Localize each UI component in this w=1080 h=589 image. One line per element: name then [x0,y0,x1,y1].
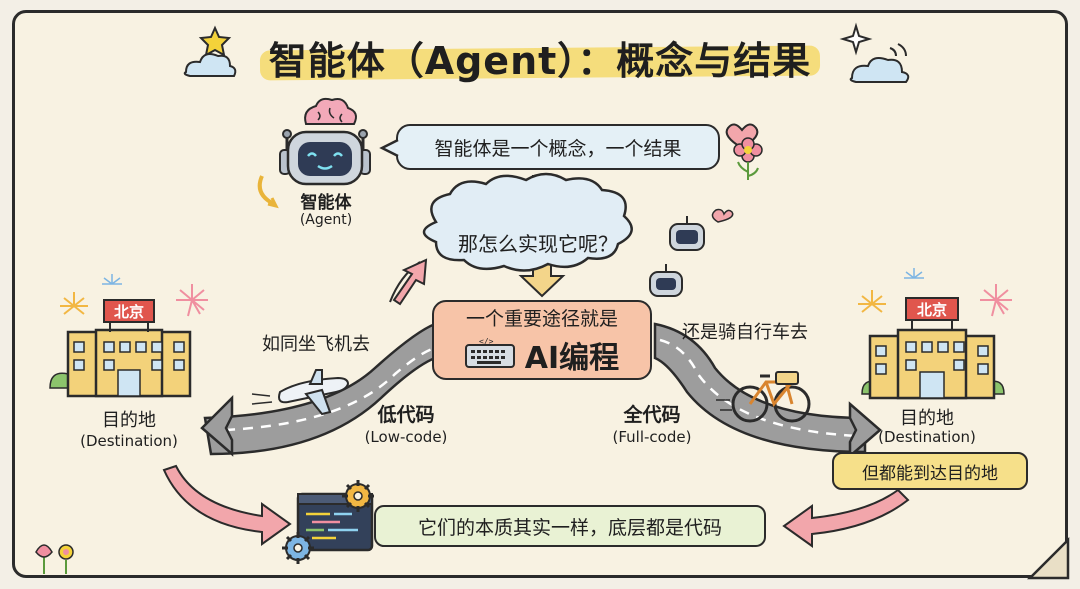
conclusion-text: 它们的本质其实一样，底层都是代码 [417,516,722,539]
keyboard-icon: </> [464,337,515,368]
svg-text:</>: </> [479,337,494,346]
star-icon [198,25,232,57]
left-analogy-text: 如同坐飞机去 [262,334,370,355]
destination-note-text: 但都能到达目的地 [862,463,998,484]
heart-icon [711,208,734,223]
bicycle-icon [716,371,811,423]
road-arrow-right-icon [848,401,882,459]
robot-icon [279,129,371,186]
robot-icon [669,216,705,251]
sparkle-icon [839,22,873,56]
firework-icon [858,290,886,313]
pink-arrow-icon [162,464,292,546]
page-curl-icon [1026,536,1070,580]
firework-icon [980,284,1012,317]
question-cloud [422,172,633,272]
ai-coding-box: 一个重要途径就是 </> AI编程 [432,300,652,380]
road-path [653,322,867,454]
airplane-icon [251,369,350,416]
building-icon [861,297,1005,400]
question-text: 那怎么实现它呢？ [458,232,618,256]
conclusion-box: 它们的本质其实一样，底层都是代码 [374,505,766,547]
low-code-label: 低代码 [377,404,435,426]
ai-coding-intro: 一个重要途径就是 [465,307,618,330]
road-arrow-left-icon [200,394,234,457]
flower-icon [733,137,763,180]
destination-note-box: 但都能到达目的地 [832,452,1028,490]
right-analogy-text: 还是骑自行车去 [682,322,808,343]
flower-icon [35,544,74,574]
building-icon [49,299,192,398]
robot-icon [649,264,683,297]
gear-icon [282,532,314,564]
left-destination-label: 目的地 [102,410,156,431]
ai-coding-title: AI编程 [524,340,620,376]
left-destination-sublabel: (Destination) [80,432,178,450]
low-code-sublabel: (Low-code) [364,428,448,446]
firework-icon [176,284,208,317]
agent-label: 智能体 [300,193,352,213]
brain-icon [304,97,357,125]
pink-arrow-icon [782,488,910,548]
right-destination-sublabel: (Destination) [878,428,976,446]
cloud-icon [183,53,237,77]
firework-icon [102,274,122,285]
agent-speech-bubble: 智能体是一个概念，一个结果 [396,124,720,170]
left-destination-sign: 北京 [113,303,144,321]
full-code-sublabel: (Full-code) [612,428,692,446]
gear-icon [342,480,374,512]
firework-icon [904,268,924,279]
right-destination-label: 目的地 [900,408,954,429]
agent-sublabel: (Agent) [299,212,353,228]
firework-icon [60,292,88,315]
agent-speech-text: 智能体是一个概念，一个结果 [434,137,682,160]
speech-tail-icon [379,138,399,158]
title-banner: 智能体（Agent）：概念与结果 [240,22,840,92]
page-title: 智能体（Agent）：概念与结果 [268,38,812,83]
cloud-icon [849,57,910,83]
right-destination-sign: 北京 [916,301,947,319]
full-code-label: 全代码 [623,404,681,426]
